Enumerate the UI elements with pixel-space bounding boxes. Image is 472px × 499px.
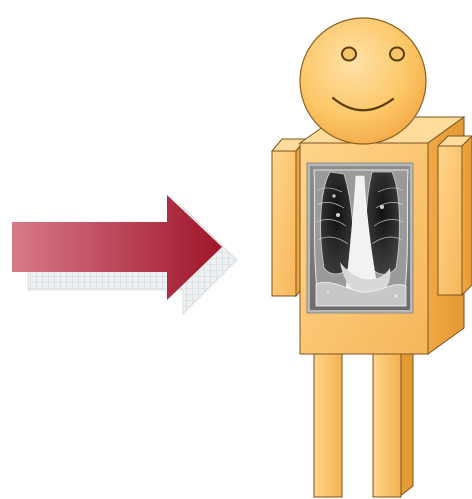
chest-xray bbox=[307, 163, 413, 313]
person-figure bbox=[272, 18, 472, 497]
left-leg bbox=[314, 336, 342, 497]
right-leg bbox=[373, 336, 413, 497]
arrow bbox=[12, 195, 237, 314]
head bbox=[300, 18, 426, 144]
right-arm bbox=[438, 136, 472, 295]
right-eye bbox=[390, 48, 404, 61]
left-eye bbox=[342, 48, 356, 61]
